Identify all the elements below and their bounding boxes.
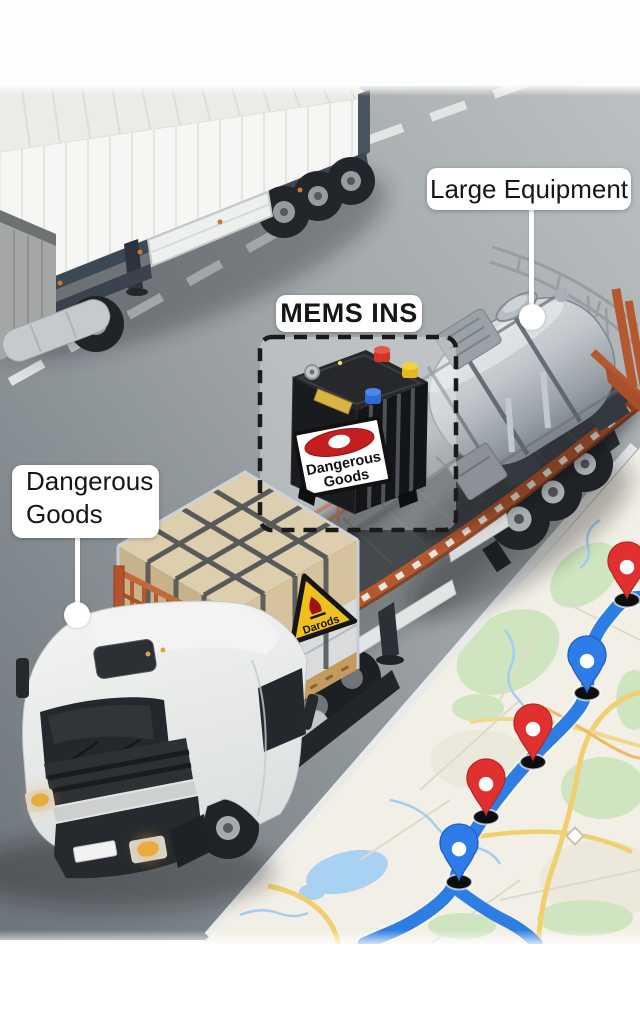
left-mirror-icon bbox=[16, 658, 29, 698]
map-pin-blue-icon bbox=[567, 635, 607, 694]
trailer-wheels bbox=[258, 157, 375, 238]
container-truck bbox=[0, 85, 387, 362]
license-plate bbox=[72, 840, 118, 863]
dangerous-goods-text-line1: Dangerous bbox=[26, 466, 154, 496]
large-equipment-text: Large Equipment bbox=[429, 173, 629, 204]
map-lake bbox=[306, 849, 388, 895]
map-terrain bbox=[299, 542, 640, 939]
label-dangerous-goods: Dangerous Goods bbox=[12, 465, 159, 538]
large-equipment-connector-dot bbox=[519, 304, 545, 330]
right-mirror-icon bbox=[300, 693, 319, 730]
map-pins bbox=[439, 541, 640, 882]
grille bbox=[44, 738, 193, 806]
junction-icon bbox=[565, 826, 585, 846]
side-window bbox=[258, 668, 306, 752]
mems-ins-highlight-box bbox=[257, 334, 459, 533]
bottom-white-band bbox=[0, 946, 640, 1024]
top-white-band bbox=[0, 0, 640, 84]
flatbed-truck: Dangerous Goods bbox=[0, 245, 640, 910]
battery-sticker: Dangerous Goods bbox=[292, 416, 393, 499]
dangerous-goods-connector-dot bbox=[64, 602, 90, 628]
label-large-equipment: Large Equipment bbox=[427, 168, 631, 210]
sunroof bbox=[93, 639, 157, 679]
warning-sign: Darods bbox=[289, 573, 358, 645]
map-pin-red-icon bbox=[466, 758, 506, 817]
large-equipment-connector-line bbox=[529, 208, 534, 306]
mems-ins-text: MEMS INS bbox=[280, 298, 418, 328]
tractor-unit bbox=[0, 210, 152, 362]
chassis-toolbox bbox=[448, 442, 508, 501]
truck-cab bbox=[16, 600, 319, 879]
flame-icon bbox=[309, 596, 322, 615]
rear-stake-posts bbox=[590, 288, 640, 412]
dangerous-goods-connector-line bbox=[75, 536, 80, 606]
map-pin-red-icon bbox=[513, 703, 553, 762]
route-stop-dots bbox=[445, 591, 640, 891]
label-mems-ins: MEMS INS bbox=[276, 295, 422, 332]
map-pin-blue-icon bbox=[439, 823, 479, 882]
dangerous-goods-text-line2: Goods bbox=[26, 499, 103, 529]
